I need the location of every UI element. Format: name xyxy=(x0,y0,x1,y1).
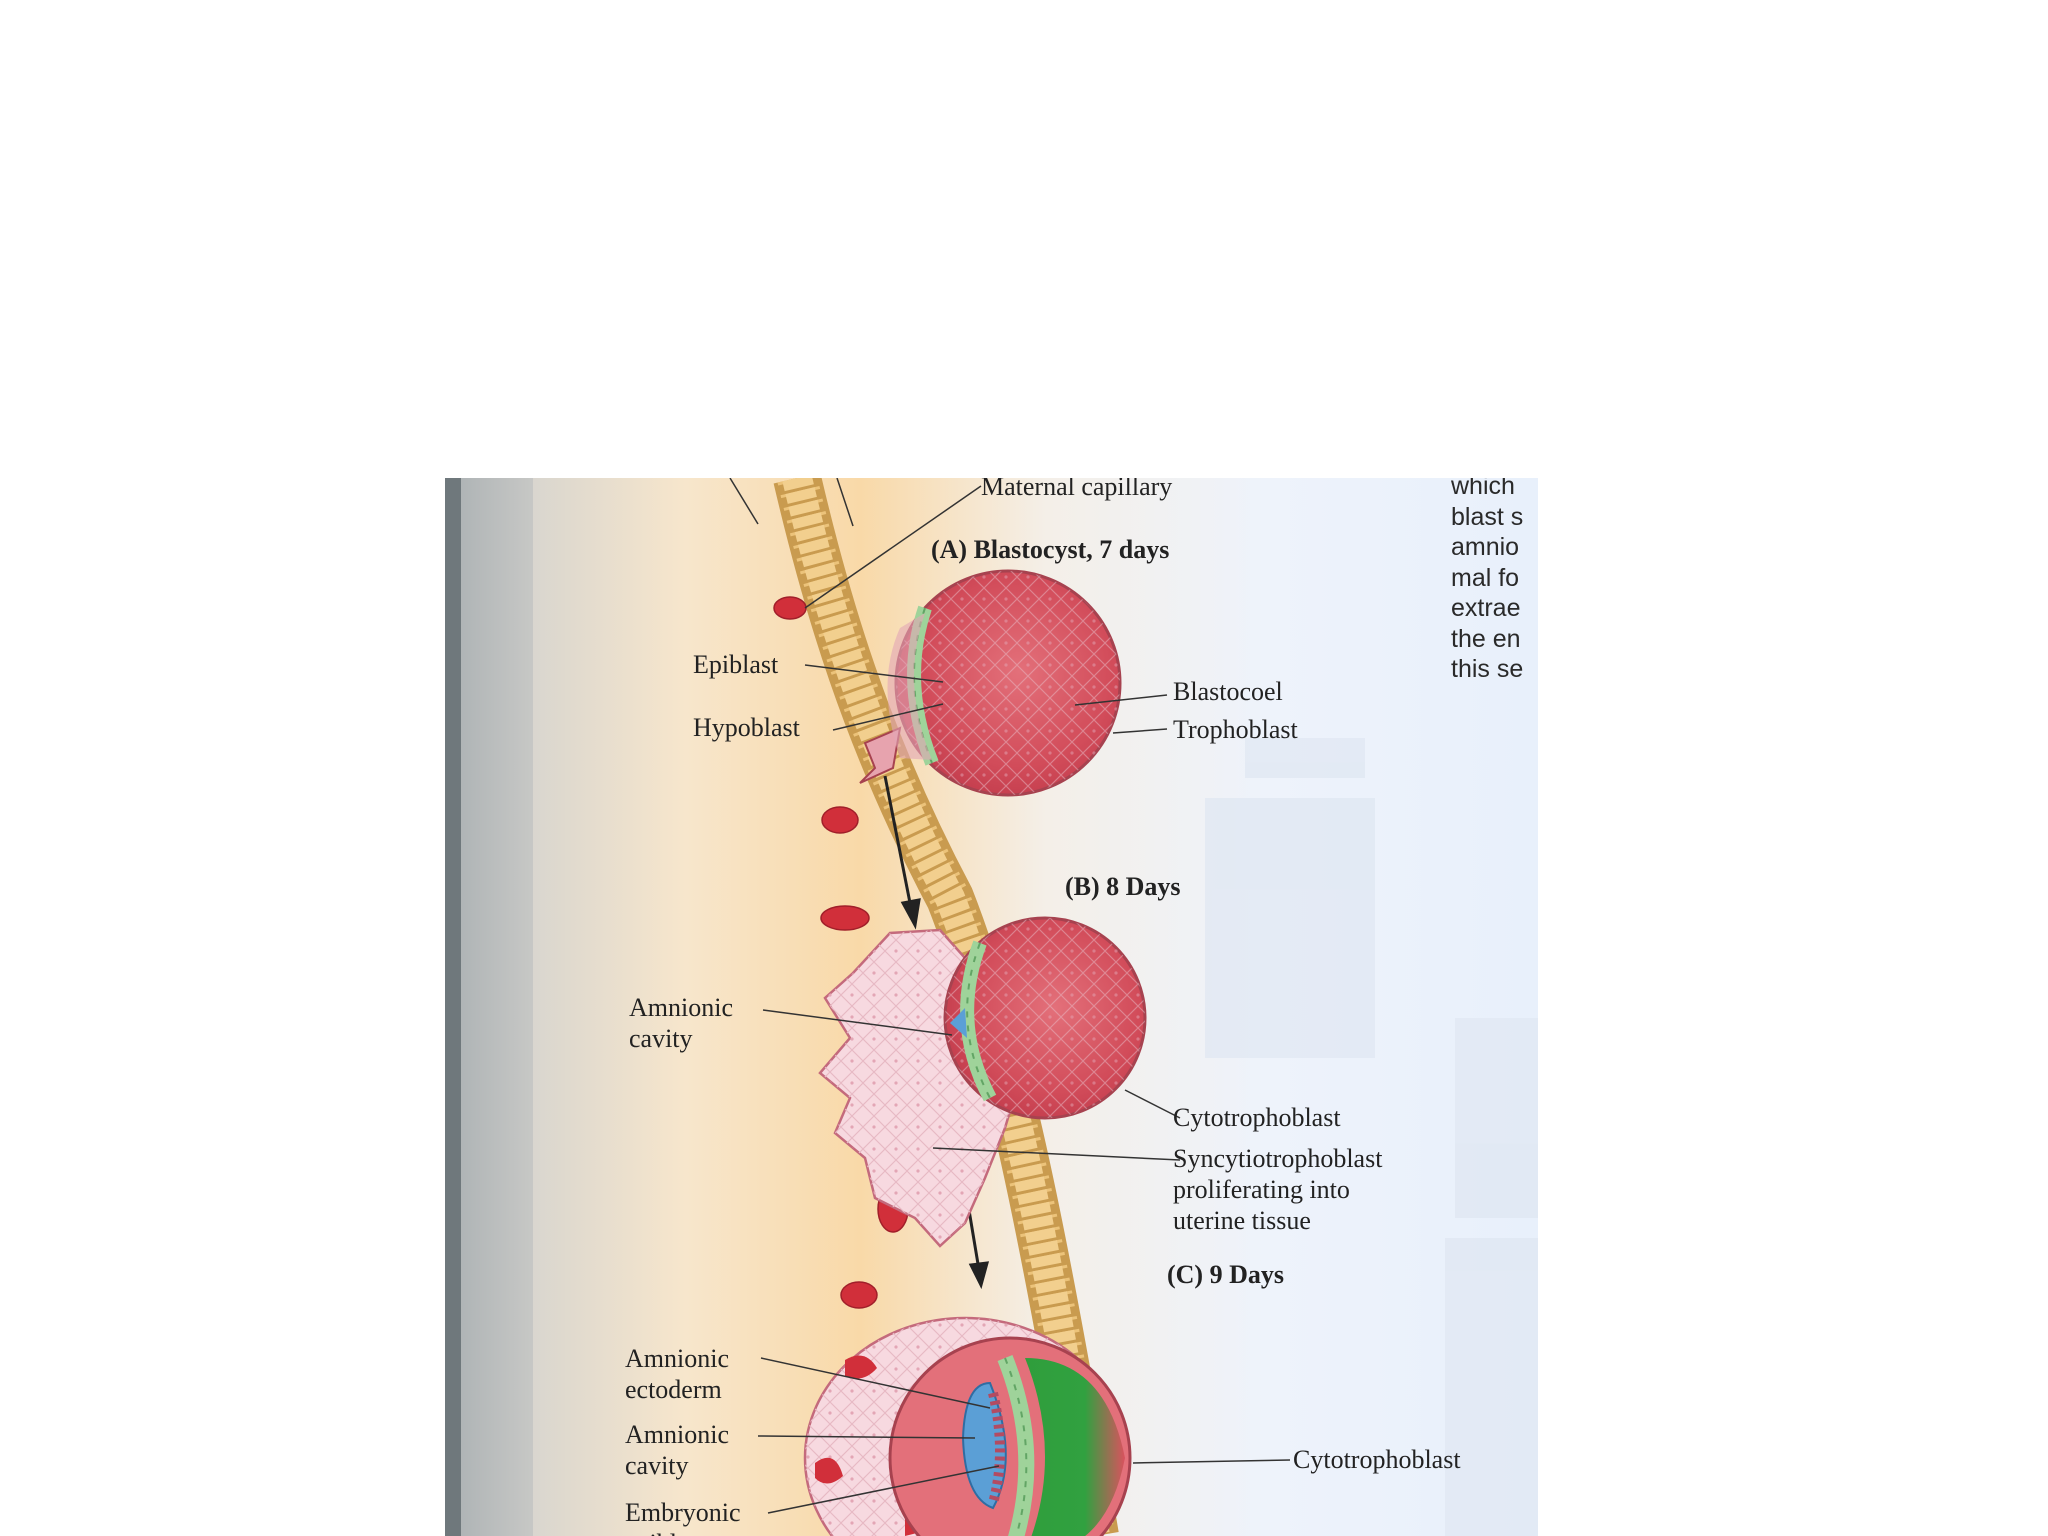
heading-stage-a: (A) Blastocyst, 7 days xyxy=(931,535,1170,564)
heading-stage-c: (C) 9 Days xyxy=(1167,1260,1284,1289)
label-amnionic-cavity-b: Amnionic cavity xyxy=(629,993,733,1053)
label-syncytiotrophoblast: Syncytiotrophoblast proliferating into u… xyxy=(1173,1144,1383,1235)
label-blastocoel: Blastocoel xyxy=(1173,677,1283,706)
side-text-column: which blast s amnio mal fo extrae the en… xyxy=(1451,478,1523,685)
label-embryonic-epiblast: Embryonic epiblast xyxy=(625,1498,741,1536)
side-text-line: the en xyxy=(1451,624,1521,653)
blood-cell xyxy=(773,596,807,620)
blastocyst-7-days xyxy=(859,569,1122,797)
label-amnionic-cavity-c: Amnionic cavity xyxy=(625,1420,729,1480)
figure-scan: Maternal capillary (A) Blastocyst, 7 day… xyxy=(445,478,1538,1536)
side-text-line: this se xyxy=(1451,655,1524,683)
heading-stage-b: (B) 8 Days xyxy=(1065,872,1181,901)
label-epiblast: Epiblast xyxy=(693,650,779,679)
embryo-9-days xyxy=(803,1316,1132,1536)
label-cytotrophoblast-b: Cytotrophoblast xyxy=(1173,1103,1341,1132)
label-amnionic-ectoderm: Amnionic ectoderm xyxy=(625,1344,729,1404)
embryo-8-days xyxy=(818,916,1147,1248)
side-text-line: blast s xyxy=(1451,502,1524,531)
label-hypoblast: Hypoblast xyxy=(693,713,800,742)
side-text-line: amnio xyxy=(1451,533,1520,561)
side-text-line: mal fo xyxy=(1451,563,1520,592)
label-maternal-capillary: Maternal capillary xyxy=(981,478,1173,501)
side-text-line: which xyxy=(1451,478,1515,500)
side-text-line: extrae xyxy=(1451,594,1521,622)
label-trophoblast: Trophoblast xyxy=(1173,715,1298,744)
implantation-illustration xyxy=(445,478,1538,1536)
label-cytotrophoblast-c: Cytotrophoblast xyxy=(1293,1445,1461,1474)
